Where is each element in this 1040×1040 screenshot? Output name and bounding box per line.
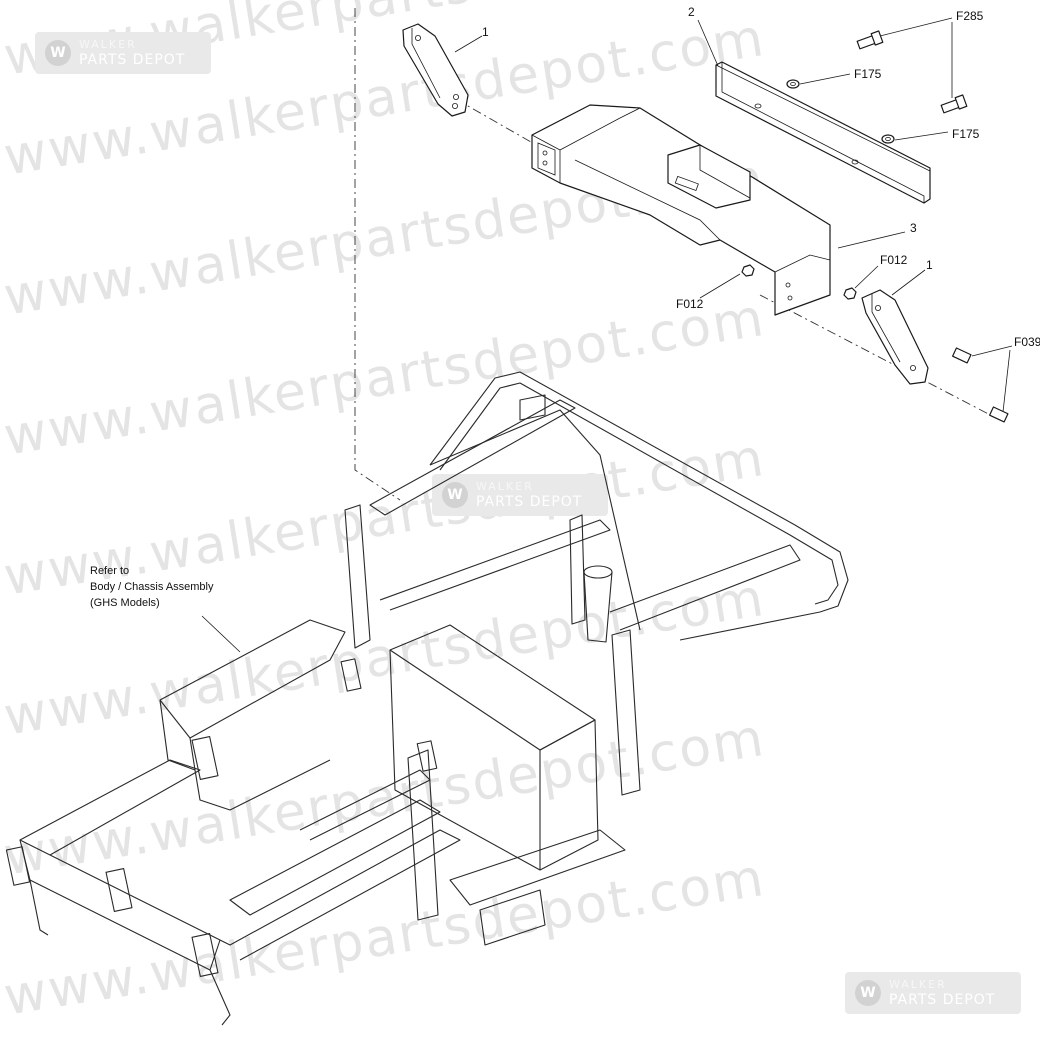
callout-f039: F039	[1014, 335, 1040, 349]
bolt-f285-upper	[856, 30, 884, 50]
washer-f175-upper	[786, 79, 800, 89]
note-line1: Refer to	[90, 565, 129, 577]
logo-line2: PARTS DEPOT	[476, 494, 583, 510]
callout-part-1-top: 1	[482, 25, 489, 39]
chassis-frame	[5, 371, 849, 1026]
bolt-f039-upper	[952, 347, 972, 364]
nut-f012-right	[843, 287, 857, 300]
callout-part-1-right: 1	[926, 258, 933, 272]
bracket-part-1-right	[861, 289, 929, 385]
logo-line1: WALKER	[889, 978, 947, 991]
weight-bracket-part-3	[531, 104, 831, 316]
bolt-f039-lower	[989, 406, 1009, 423]
callout-f175-lower: F175	[952, 127, 980, 141]
walker-logo: W WALKER PARTS DEPOT	[845, 972, 1021, 1014]
callout-part-3: 3	[910, 221, 917, 235]
callout-f012-left: F012	[676, 297, 704, 311]
hardware-fasteners	[741, 30, 1009, 423]
walker-w-icon: W	[442, 482, 468, 508]
nut-f012-left	[741, 264, 755, 277]
washer-f175-lower	[881, 134, 895, 144]
walker-logo: W WALKER PARTS DEPOT	[35, 32, 211, 74]
callout-f285: F285	[956, 9, 984, 23]
walker-w-icon: W	[45, 40, 71, 66]
logo-line1: WALKER	[476, 480, 534, 493]
note-line2: Body / Chassis Assembly	[90, 581, 214, 593]
callout-f012-right: F012	[880, 253, 908, 267]
callout-leaders	[201, 17, 1013, 653]
logo-line2: PARTS DEPOT	[889, 992, 996, 1008]
bracket-part-1-left	[402, 23, 469, 117]
reference-note: Refer to Body / Chassis Assembly (GHS Mo…	[90, 565, 214, 609]
logo-line1: WALKER	[79, 38, 137, 51]
callout-part-2: 2	[688, 5, 695, 19]
callout-f175-upper: F175	[854, 67, 882, 81]
bolt-f285-lower	[940, 94, 968, 114]
walker-w-icon: W	[855, 980, 881, 1006]
note-line3: (GHS Models)	[90, 597, 160, 609]
callout-labels: 1 2 F285 F175 F175 3 F012 1 F012 F039	[482, 5, 1040, 349]
logo-line2: PARTS DEPOT	[79, 52, 186, 68]
walker-logo: W WALKER PARTS DEPOT	[432, 474, 608, 516]
